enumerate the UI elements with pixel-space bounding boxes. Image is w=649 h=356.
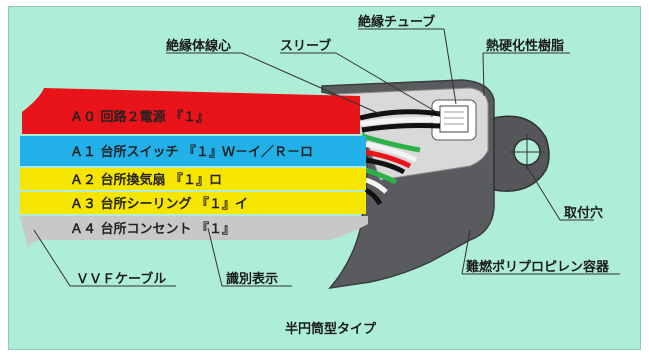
band-a1 [20,136,366,166]
band-a4-label: Ａ４ 台所コンセント 『１』 [70,221,235,237]
band-a0 [22,88,360,134]
label-thermoset-resin: 熱硬化性樹脂 [486,38,564,54]
band-a3 [20,192,366,214]
band-a2-label: Ａ２ 台所換気扇 『１』ロ [70,172,222,188]
label-sleeve: スリーブ [280,38,331,54]
label-insulated-core: 絶縁体線心 [165,38,231,54]
band-a0-label: Ａ０ 回路２電源 『１』 [70,109,209,125]
label-insulating-tube: 絶縁チューブ [357,14,435,30]
band-a4 [20,216,368,248]
diagram-caption: 半円筒型タイプ [285,321,377,337]
label-id-display: 識別表示 [226,271,278,287]
leader-lines [33,28,620,287]
label-container: 難燃ポリプロピレン容器 [466,259,610,275]
sleeve [439,105,469,133]
label-mounting-hole: 取付穴 [564,205,603,221]
band-a1-label: Ａ１ 台所スイッチ 『１』Ｗ－イ／Ｒ－ロ [70,144,313,160]
band-a3-label: Ａ３ 台所シーリング 『１』イ [70,196,248,212]
wires [359,109,441,206]
label-vvf-cable: ＶＶＦケーブル [76,271,166,287]
band-a2 [20,168,366,190]
